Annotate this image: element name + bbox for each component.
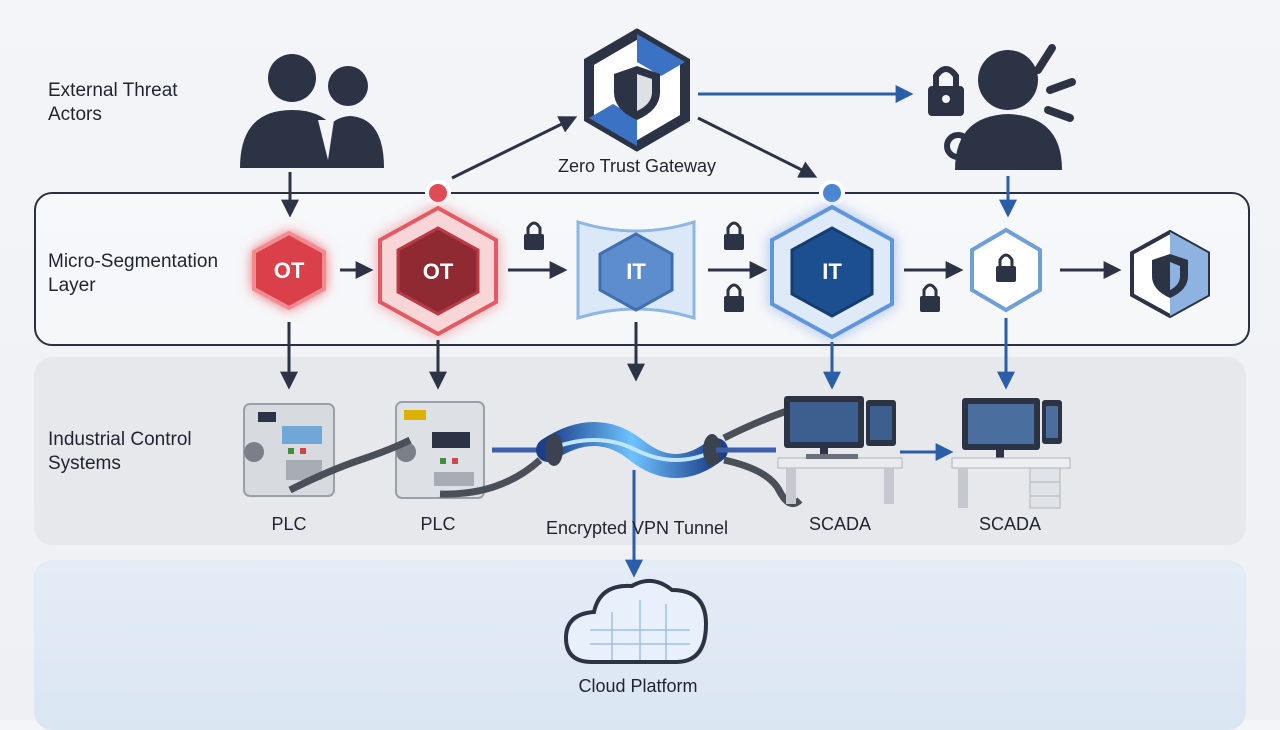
status-dot — [819, 180, 845, 206]
lock-icon — [724, 221, 744, 250]
vpn-tunnel — [492, 422, 776, 478]
compromised-user-icon — [928, 44, 1076, 170]
lock-icon — [524, 221, 544, 250]
row-label-threats: External Threat Actors — [48, 80, 178, 125]
device-label-plc-1: PLC — [271, 514, 307, 534]
scada-workstation-icon — [777, 396, 903, 504]
plc-device-icon — [243, 403, 335, 497]
alert-dot — [425, 180, 451, 206]
plc-device-icon — [395, 401, 485, 499]
device-label-scada-2: SCADA — [978, 514, 1042, 534]
threat-actors-icon — [240, 54, 384, 168]
segment-ot-1 — [252, 230, 326, 311]
lock-icon — [724, 283, 744, 312]
segment-ot-1-label: OT — [274, 258, 305, 283]
scada-workstation-icon — [951, 398, 1071, 509]
device-label-vpn: Encrypted VPN Tunnel — [545, 518, 729, 538]
cloud-icon — [563, 578, 709, 664]
segment-it-1-label: IT — [626, 259, 646, 284]
segment-it-2-label: IT — [822, 259, 842, 284]
shield-node-icon — [1130, 229, 1210, 319]
cloud-label: Cloud Platform — [578, 676, 698, 696]
segment-it-2 — [770, 204, 894, 340]
lock-icon — [920, 283, 940, 312]
row-label-segmentation: Micro-Segmentation Layer — [48, 251, 219, 296]
segment-ot-2-label: OT — [423, 259, 454, 284]
zero-trust-gateway-icon — [584, 28, 690, 152]
row-label-ics: Industrial Control Systems — [48, 429, 192, 474]
device-label-plc-2: PLC — [420, 514, 456, 534]
gateway-label: Zero Trust Gateway — [557, 156, 717, 176]
device-label-scada-1: SCADA — [808, 514, 872, 534]
segment-lock-node — [970, 227, 1042, 313]
segment-ot-2 — [378, 205, 498, 337]
segment-it-1 — [576, 219, 696, 321]
